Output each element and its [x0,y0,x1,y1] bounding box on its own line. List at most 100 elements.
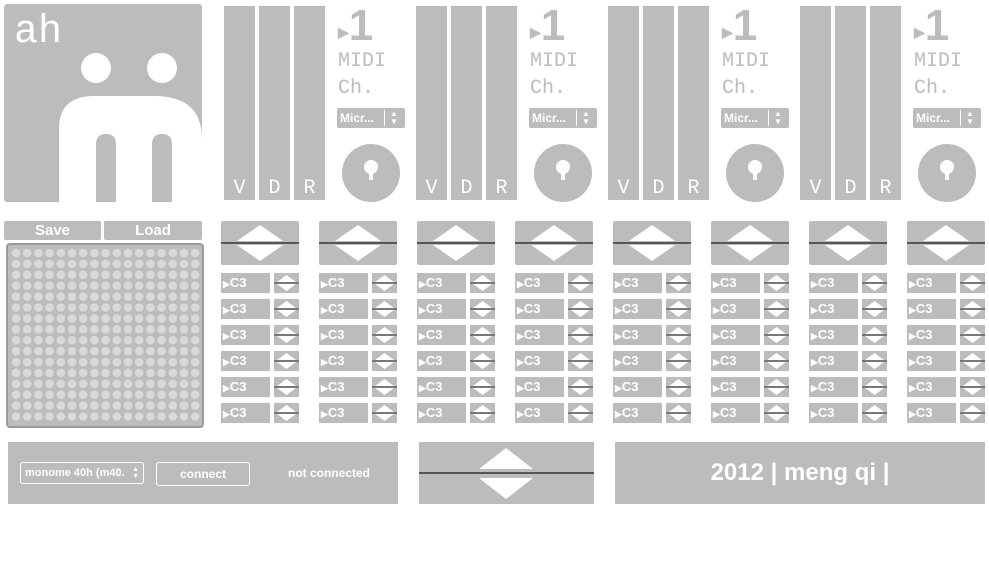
preset-slot[interactable] [45,281,54,290]
preset-slot[interactable] [67,390,77,399]
preset-slot[interactable] [157,303,166,312]
preset-slot[interactable] [179,259,189,269]
up-down-arrows-icon[interactable] [666,273,691,293]
note-select[interactable]: ▶C3 [515,273,564,293]
note-select[interactable]: ▶C3 [221,299,270,319]
preset-slot[interactable] [112,292,122,301]
preset-slot[interactable] [90,401,99,410]
preset-slot[interactable] [22,401,32,410]
preset-slot[interactable] [101,303,110,312]
up-down-arrows-icon[interactable] [862,325,887,345]
preset-slot[interactable] [22,248,32,258]
preset-grid[interactable] [6,243,204,428]
fader-velocity[interactable]: V [608,6,639,202]
preset-slot[interactable] [56,379,66,389]
note-stepper[interactable] [666,273,691,293]
note-select[interactable]: ▶C3 [613,403,662,423]
preset-slot[interactable] [78,412,88,421]
preset-slot[interactable] [67,357,77,367]
up-down-arrows-icon[interactable] [862,403,887,423]
preset-slot[interactable] [101,281,110,290]
preset-slot[interactable] [90,325,99,334]
note-select[interactable]: ▶C3 [515,403,564,423]
preset-slot[interactable] [112,270,122,280]
preset-slot[interactable] [168,292,178,301]
note-stepper[interactable] [470,299,495,319]
up-down-arrows-icon[interactable] [666,325,691,345]
preset-slot[interactable] [22,379,32,389]
preset-slot[interactable] [168,248,178,258]
preset-slot[interactable] [157,292,166,301]
fader-duration[interactable]: D [643,6,674,202]
note-stepper[interactable] [960,403,985,423]
channel-knob[interactable] [726,144,784,202]
preset-slot[interactable] [190,314,200,323]
note-select[interactable]: ▶C3 [417,377,466,397]
preset-slot[interactable] [45,346,54,356]
preset-slot[interactable] [34,259,43,269]
preset-slot[interactable] [67,325,77,334]
note-stepper[interactable] [470,377,495,397]
preset-slot[interactable] [112,248,122,258]
note-stepper[interactable] [568,403,593,423]
up-down-arrows-icon[interactable] [419,442,594,504]
up-down-arrows-icon[interactable] [568,299,593,319]
note-select[interactable]: ▶C3 [417,299,466,319]
preset-slot[interactable] [56,314,66,323]
up-down-arrows-icon[interactable] [568,351,593,371]
up-down-arrows-icon[interactable] [568,273,593,293]
save-button[interactable]: Save [4,221,101,240]
note-stepper[interactable] [862,377,887,397]
preset-slot[interactable] [168,379,178,389]
preset-slot[interactable] [179,314,189,323]
preset-slot[interactable] [190,270,200,280]
preset-slot[interactable] [134,314,144,323]
preset-slot[interactable] [146,325,155,334]
preset-slot[interactable] [134,412,144,421]
preset-slot[interactable] [134,401,144,410]
preset-slot[interactable] [11,390,21,399]
note-select[interactable]: ▶C3 [515,299,564,319]
preset-slot[interactable] [134,270,144,280]
note-select[interactable]: ▶C3 [319,273,368,293]
preset-slot[interactable] [157,401,166,410]
preset-slot[interactable] [11,292,21,301]
preset-slot[interactable] [168,368,178,378]
channel-number[interactable]: ▶1 [914,4,949,48]
up-down-arrows-icon[interactable] [568,403,593,423]
preset-slot[interactable] [45,303,54,312]
up-down-arrows-icon[interactable] [515,221,593,265]
preset-slot[interactable] [134,379,144,389]
preset-slot[interactable] [123,335,133,345]
preset-slot[interactable] [101,325,110,334]
preset-slot[interactable] [112,303,122,312]
preset-slot[interactable] [179,303,189,312]
midi-device-select[interactable]: Micr...▲▼ [913,108,981,128]
preset-slot[interactable] [11,325,21,334]
preset-slot[interactable] [67,314,77,323]
preset-slot[interactable] [134,335,144,345]
up-down-arrows-icon[interactable] [960,273,985,293]
preset-slot[interactable] [90,357,99,367]
preset-slot[interactable] [146,357,155,367]
preset-slot[interactable] [168,401,178,410]
preset-slot[interactable] [45,325,54,334]
note-stepper[interactable] [568,325,593,345]
preset-slot[interactable] [168,281,178,290]
preset-slot[interactable] [123,379,133,389]
preset-slot[interactable] [56,325,66,334]
preset-slot[interactable] [22,346,32,356]
up-down-arrows-icon[interactable] [470,299,495,319]
preset-slot[interactable] [101,412,110,421]
note-stepper[interactable] [764,299,789,319]
preset-slot[interactable] [157,379,166,389]
preset-slot[interactable] [45,259,54,269]
preset-slot[interactable] [90,368,99,378]
preset-slot[interactable] [101,259,110,269]
note-stepper[interactable] [862,403,887,423]
preset-slot[interactable] [34,412,43,421]
up-down-arrows-icon[interactable] [274,273,299,293]
preset-slot[interactable] [90,346,99,356]
preset-slot[interactable] [190,248,200,258]
preset-slot[interactable] [34,248,43,258]
